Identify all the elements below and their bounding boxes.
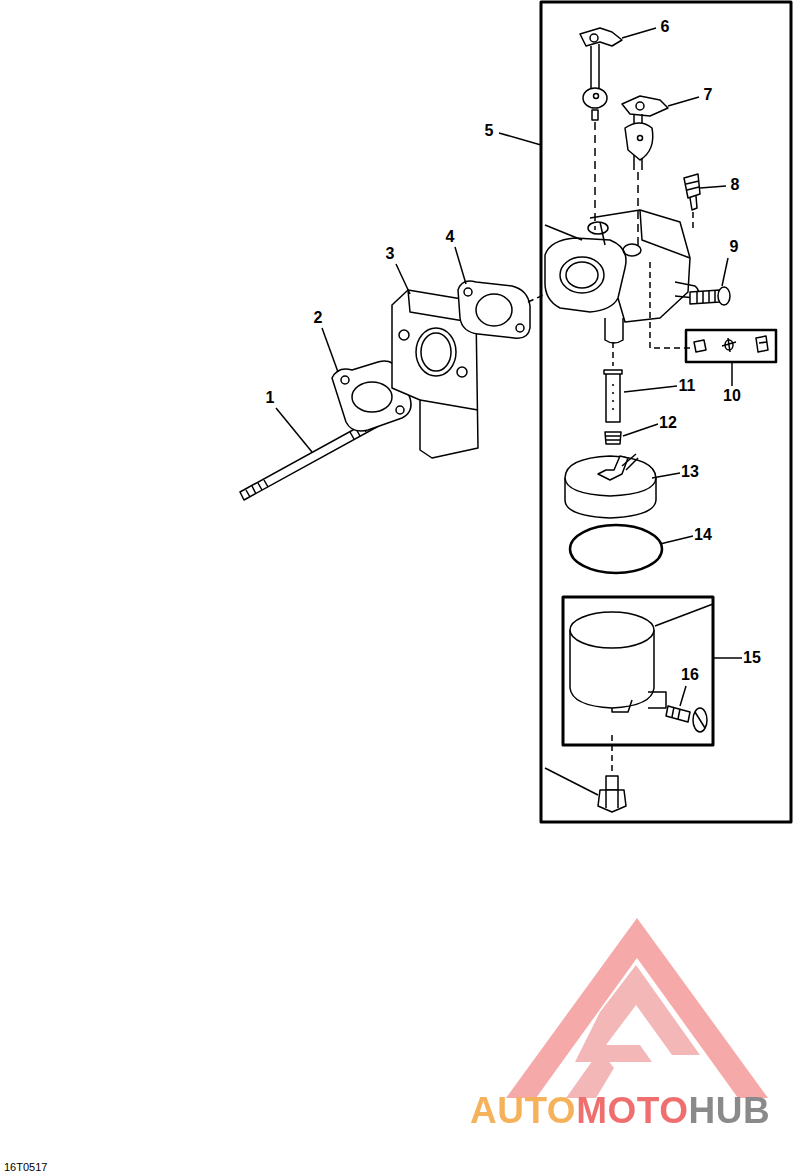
callout-number: 15 xyxy=(742,650,762,666)
callout-number: 3 xyxy=(385,246,396,262)
callout-number: 9 xyxy=(729,239,740,255)
callout-number: 4 xyxy=(445,229,456,245)
throttle-shaft xyxy=(622,96,668,245)
emulsion-tube xyxy=(604,342,622,422)
callout-number: 8 xyxy=(730,177,741,193)
choke-shaft xyxy=(580,28,622,230)
callout-number: 10 xyxy=(722,388,742,404)
callout-number: 2 xyxy=(313,310,324,326)
subgroup-frame xyxy=(563,597,713,745)
o-ring xyxy=(570,525,662,573)
screw xyxy=(690,287,730,305)
kit-frame xyxy=(686,330,776,362)
watermark-logo xyxy=(506,918,768,1098)
main-jet xyxy=(605,432,621,444)
float xyxy=(565,454,656,518)
screw xyxy=(684,174,700,230)
group-frame xyxy=(541,2,791,822)
figure-code: 16T0517 xyxy=(4,1162,47,1173)
bowl-nut xyxy=(545,735,626,812)
gasket xyxy=(458,281,530,338)
callout-number: 11 xyxy=(678,378,697,394)
carburetor-body xyxy=(545,210,699,343)
watermark: AUTOMOTOHUB xyxy=(470,1092,770,1129)
drain-screw xyxy=(666,706,707,732)
callout-number: 7 xyxy=(703,87,714,103)
callout-number: 13 xyxy=(680,464,700,480)
leader-lines xyxy=(276,28,742,706)
callout-number: 14 xyxy=(693,527,713,543)
callout-number: 5 xyxy=(484,123,495,139)
callout-number: 1 xyxy=(265,390,276,406)
callout-number: 6 xyxy=(660,19,671,35)
jet-kit xyxy=(650,262,768,352)
callout-number: 16 xyxy=(680,667,700,683)
float-bowl xyxy=(570,604,713,712)
callout-number: 12 xyxy=(658,415,678,431)
